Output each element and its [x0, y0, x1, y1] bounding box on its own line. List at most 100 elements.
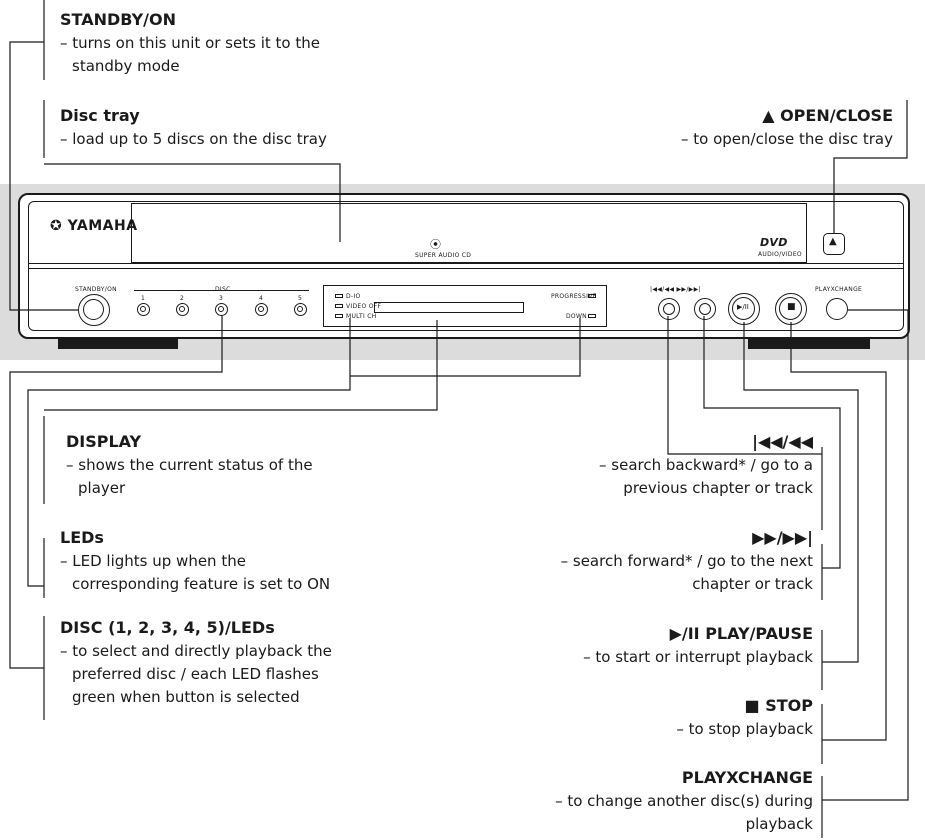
skip-panel-label: |◀◀/◀◀ ▶▶/▶▶|	[650, 286, 701, 293]
sacd-label: SUPER AUDIO CD	[415, 252, 472, 259]
label-display-desc-2: player	[78, 479, 126, 497]
label-prev-desc-1: – search backward* / go to a	[599, 456, 813, 474]
playxchange-button[interactable]	[826, 298, 848, 320]
led-progressive	[588, 294, 596, 298]
progressive-label: PROGRESSIVE	[551, 293, 597, 300]
label-next-desc-2: chapter or track	[692, 575, 813, 593]
disc-2-button[interactable]	[176, 303, 189, 316]
leader-open-close	[833, 100, 908, 233]
playxchange-panel-label: PLAYXCHANGE	[815, 286, 863, 293]
tuning-fork-icon: ✪	[50, 218, 63, 234]
leader-disc-tray-drop	[44, 163, 341, 242]
tray-divider	[28, 263, 904, 264]
label-display-desc-1: – shows the current status of the	[66, 456, 313, 474]
play-pause-button[interactable]: ▶/II	[728, 293, 760, 325]
label-open-close: ▲ OPEN/CLOSE – to open/close the disc tr…	[681, 104, 893, 151]
label-disc-buttons-desc-2: preferred disc / each LED flashes	[72, 665, 319, 683]
label-play-pause: ▶/II PLAY/PAUSE – to start or interrupt …	[583, 622, 813, 669]
disc-tray[interactable]	[131, 203, 807, 263]
yamaha-logo: ✪ YAMAHA	[50, 218, 138, 234]
led-label-d-io: D-IO	[346, 293, 361, 300]
disc-3-button[interactable]	[215, 303, 228, 316]
display-window	[374, 302, 524, 313]
label-disc-tray-title: Disc tray	[60, 106, 140, 125]
label-leds-title: LEDs	[60, 528, 104, 547]
leader-prev-hook	[667, 316, 822, 455]
leader-playxchange-hook	[822, 309, 909, 801]
label-display-title: DISPLAY	[66, 432, 142, 451]
disc-number-2: 2	[180, 295, 185, 302]
tray-divider-lower	[28, 268, 904, 269]
label-playxchange-desc-1: – to change another disc(s) during	[555, 792, 813, 810]
label-stop-title: ■ STOP	[744, 696, 813, 715]
standby-panel-label: STANDBY/ON	[75, 286, 117, 293]
leader-standby-hook	[9, 41, 78, 311]
label-open-close-desc: – to open/close the disc tray	[680, 130, 893, 148]
label-disc-buttons-title: DISC (1, 2, 3, 4, 5)/LEDs	[60, 618, 275, 637]
leader-play-hook	[743, 322, 859, 663]
display-panel	[323, 285, 607, 327]
label-disc-buttons-desc-3: green when button is selected	[72, 688, 300, 706]
label-disc-tray: Disc tray – load up to 5 discs on the di…	[60, 104, 327, 151]
label-prev-desc-2: previous chapter or track	[623, 479, 813, 497]
disc-number-1: 1	[141, 295, 146, 302]
prev-button[interactable]	[658, 298, 680, 320]
label-leds-desc-2: corresponding feature is set to ON	[72, 575, 331, 593]
led-d-io	[335, 294, 343, 298]
label-standby: STANDBY/ON – turns on this unit or sets …	[60, 8, 320, 78]
led-label-video-off: VIDEO OFF	[346, 303, 382, 310]
disc-number-4: 4	[259, 295, 264, 302]
label-stop-desc: – to stop playback	[676, 720, 813, 738]
down-label: DOWN	[566, 313, 587, 320]
label-disc-buttons: DISC (1, 2, 3, 4, 5)/LEDs – to select an…	[60, 616, 332, 709]
label-disc-tray-desc: – load up to 5 discs on the disc tray	[60, 130, 327, 148]
disc-5-button[interactable]	[294, 303, 307, 316]
disc-1-button[interactable]	[137, 303, 150, 316]
leader-disc-hook	[9, 316, 223, 669]
label-playxchange-desc-2: playback	[745, 815, 813, 833]
eject-icon: ▲	[829, 236, 837, 247]
led-down	[588, 314, 596, 318]
label-stop: ■ STOP – to stop playback	[676, 694, 813, 741]
label-disc-buttons-desc-1: – to select and directly playback the	[60, 642, 332, 660]
leader-next-hook	[703, 316, 841, 569]
label-playxchange: PLAYXCHANGE – to change another disc(s) …	[555, 766, 813, 836]
label-leds: LEDs – LED lights up when the correspond…	[60, 526, 330, 596]
disc-number-5: 5	[298, 295, 303, 302]
label-playxchange-title: PLAYXCHANGE	[681, 768, 813, 787]
left-foot	[58, 339, 178, 349]
dvd-sub-label: AUDIO/VIDEO	[758, 251, 802, 258]
label-standby-desc-2: standby mode	[72, 57, 180, 75]
label-play-pause-title: ▶/II PLAY/PAUSE	[669, 624, 813, 643]
open-close-button[interactable]: ▲	[823, 233, 845, 255]
label-standby-desc-1: – turns on this unit or sets it to the	[60, 34, 320, 52]
led-label-multi-ch: MULTI CH	[346, 313, 377, 320]
label-prev-title: |◀◀/◀◀	[752, 432, 813, 451]
disc-4-button[interactable]	[255, 303, 268, 316]
label-leds-desc-1: – LED lights up when the	[60, 552, 246, 570]
stop-icon: ■	[787, 302, 796, 312]
label-standby-title: STANDBY/ON	[60, 10, 176, 29]
dvd-logo: DVD	[760, 236, 788, 249]
leader-leds-right	[350, 318, 581, 377]
brand-name: YAMAHA	[67, 218, 138, 234]
sacd-icon: ⦿	[430, 238, 442, 251]
label-display: DISPLAY – shows the current status of th…	[66, 430, 313, 500]
label-play-pause-desc: – to start or interrupt playback	[583, 648, 813, 666]
leader-leds-hook	[27, 318, 351, 587]
label-open-close-title: ▲ OPEN/CLOSE	[762, 106, 893, 125]
disc-number-3: 3	[219, 295, 224, 302]
disc-label-rule	[134, 290, 309, 291]
disc-panel-label: DISC	[215, 286, 231, 293]
label-next-title: ▶▶/▶▶|	[752, 528, 813, 547]
leader-stop-hook	[790, 322, 887, 741]
led-video-off	[335, 304, 343, 308]
dvd-player-front-panel	[18, 193, 910, 339]
front-panel-inner-frame	[28, 201, 904, 331]
label-next: ▶▶/▶▶| – search forward* / go to the nex…	[561, 526, 813, 596]
next-button[interactable]	[694, 298, 716, 320]
standby-button[interactable]	[78, 294, 110, 326]
label-next-desc-1: – search forward* / go to the next	[560, 552, 813, 570]
right-foot	[748, 339, 870, 349]
